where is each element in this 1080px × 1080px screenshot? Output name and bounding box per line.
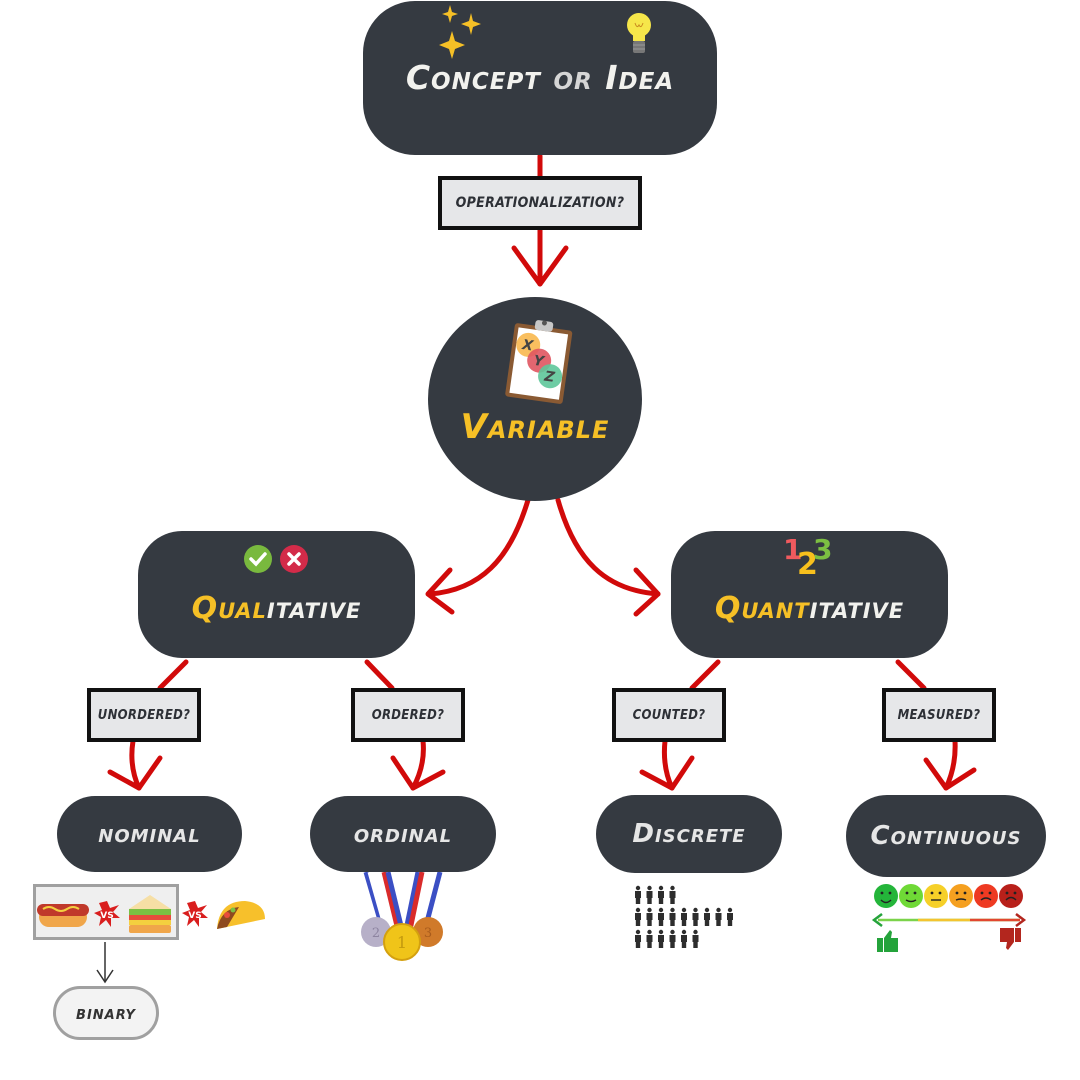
person-icon <box>669 907 676 926</box>
arrow-to-unordered <box>157 659 189 691</box>
quant-rest: itative <box>809 591 905 626</box>
person-icon <box>669 929 676 948</box>
arrow-to-ordered <box>364 659 395 691</box>
variable-node: X Y Z Variable <box>428 297 642 501</box>
arrow-variable-to-quantitative <box>555 497 661 597</box>
person-icon <box>669 885 676 904</box>
x-icon <box>280 545 308 573</box>
face-icon <box>999 884 1023 908</box>
check-icon <box>244 545 272 573</box>
operationalization-text: Operationalization? <box>455 195 625 211</box>
arrowhead <box>96 969 114 984</box>
quant-highlight: Quant <box>714 591 810 626</box>
unordered-label: Unordered? <box>87 688 201 742</box>
face-icon <box>949 884 973 908</box>
svg-text:X: X <box>520 337 535 355</box>
sandwich-icon <box>129 895 171 933</box>
concept-node: Concept or Idea <box>363 1 717 155</box>
continuous-node: Continuous <box>846 795 1046 877</box>
qualitative-node: Qualitative <box>138 531 415 658</box>
thumbs-down-icon <box>1000 928 1021 950</box>
arrowhead <box>923 757 977 791</box>
person-icon <box>692 907 699 926</box>
face-icon <box>974 884 998 908</box>
ordinal-node: ordinal <box>310 796 496 872</box>
arrow-unordered-to-nominal <box>129 738 142 791</box>
person-icon <box>658 885 664 904</box>
face-icon <box>924 884 948 908</box>
person-icon <box>681 907 687 926</box>
medals-icon: 2 1 3 <box>361 872 443 961</box>
svg-text:2: 2 <box>372 926 380 941</box>
versus-icon: VS <box>182 901 208 927</box>
face-icon <box>874 884 898 908</box>
arrowhead <box>107 755 163 791</box>
face-scale-icon <box>871 884 1027 952</box>
clipboard-xyz-icon: X Y Z <box>505 320 573 404</box>
qual-highlight: Qual <box>191 591 267 626</box>
numbers-123-icon: 1 2 3 <box>783 533 834 582</box>
or-word: or <box>553 57 593 97</box>
hotdog-icon <box>37 904 89 927</box>
people-pictogram-icon <box>635 885 733 948</box>
svg-text:Z: Z <box>542 368 556 386</box>
arrowhead <box>425 567 455 615</box>
person-icon <box>715 907 722 926</box>
person-icon <box>646 885 653 904</box>
taco-icon <box>217 901 265 929</box>
measured-label: Measured? <box>882 688 996 742</box>
svg-text:3: 3 <box>424 926 432 941</box>
qual-rest: itative <box>266 591 362 626</box>
variable-label: Variable <box>460 407 610 447</box>
person-icon <box>658 907 664 926</box>
left-arrow-tip <box>871 913 883 927</box>
person-icon <box>727 907 733 926</box>
svg-text:VS: VS <box>188 911 201 921</box>
arrowhead <box>639 755 695 791</box>
nominal-node: nominal <box>57 796 242 872</box>
arrowhead <box>511 245 569 287</box>
lightbulb-icon <box>627 13 651 53</box>
right-arrow-tip <box>1015 913 1027 927</box>
person-icon <box>692 929 699 948</box>
arrowhead <box>633 567 661 617</box>
arrow-to-counted <box>689 659 721 691</box>
counted-label: Counted? <box>612 688 726 742</box>
face-icon <box>899 884 923 908</box>
arrow-to-measured <box>895 659 927 691</box>
person-icon <box>646 929 653 948</box>
versus-icon: VS <box>94 901 120 927</box>
gold-medal <box>383 923 421 961</box>
person-icon <box>658 929 664 948</box>
operationalization-label: Operationalization? <box>438 176 642 230</box>
ordered-label: Ordered? <box>351 688 465 742</box>
arrow-counted-to-discrete <box>661 738 675 791</box>
quantitative-node: 1 2 3 Quantitative <box>671 531 948 658</box>
svg-text:Y: Y <box>532 353 546 371</box>
binary-node: binary <box>53 986 159 1040</box>
arrowhead <box>390 755 446 791</box>
svg-text:1: 1 <box>397 933 407 952</box>
concept-word: Concept <box>405 57 541 97</box>
idea-word: Idea <box>605 57 675 97</box>
person-icon <box>704 907 710 926</box>
arrow-variable-to-qualitative <box>427 497 531 597</box>
person-icon <box>646 907 653 926</box>
person-icon <box>635 885 641 904</box>
discrete-node: Discrete <box>596 795 782 873</box>
thumbs-up-icon <box>877 930 898 952</box>
person-icon <box>635 929 641 948</box>
sparkles-icon <box>439 5 481 59</box>
person-icon <box>681 929 687 948</box>
svg-text:VS: VS <box>100 911 113 921</box>
person-icon <box>635 907 641 926</box>
